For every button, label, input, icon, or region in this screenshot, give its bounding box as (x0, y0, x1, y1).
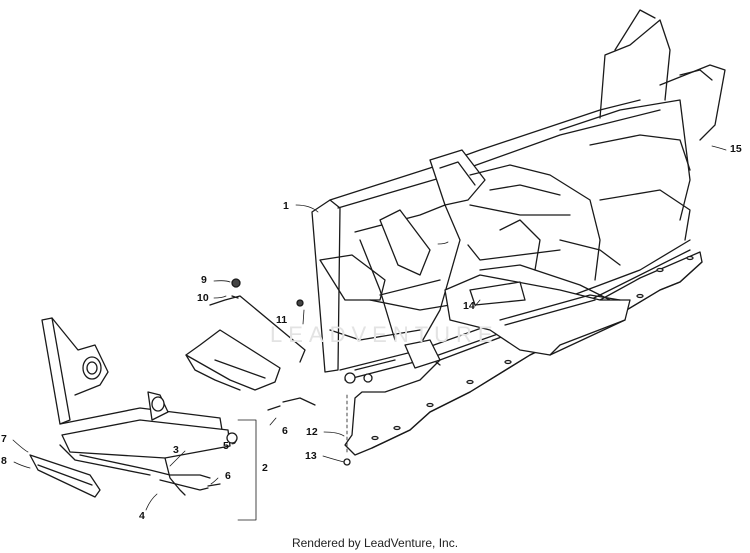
watermark: LEADVENTURE (270, 322, 499, 347)
callout-4[interactable]: 4 (139, 510, 145, 522)
callout-3[interactable]: 3 (173, 444, 179, 456)
leader-lines (12, 145, 727, 521)
callout-5[interactable]: 5 (223, 440, 229, 452)
main-frame (311, 9, 726, 384)
callout-13[interactable]: 13 (305, 450, 317, 462)
callout-14[interactable]: 14 (463, 300, 475, 312)
bolt-6a (267, 405, 281, 411)
render-credit: Rendered by LeadVenture, Inc. (291, 536, 459, 550)
callout-2[interactable]: 2 (262, 462, 268, 474)
callout-11[interactable]: 11 (276, 314, 288, 326)
bolt-10-stem (231, 295, 239, 299)
callout-12[interactable]: 12 (306, 426, 318, 438)
callout-6b[interactable]: 6 (225, 470, 231, 482)
bolt-9 (231, 278, 241, 288)
skid-plate (344, 251, 703, 456)
callout-6a[interactable]: 6 (282, 425, 288, 437)
bolt-6b (207, 483, 221, 487)
callout-8[interactable]: 8 (1, 455, 7, 467)
bumper-bracket (185, 295, 316, 406)
bolt-13 (343, 458, 351, 466)
callout-15[interactable]: 15 (730, 143, 742, 155)
callout-9[interactable]: 9 (201, 274, 207, 286)
callout-7[interactable]: 7 (1, 433, 7, 445)
front-bumper (29, 317, 238, 498)
callout-10[interactable]: 10 (197, 292, 209, 304)
callout-1[interactable]: 1 (283, 200, 289, 212)
bolt-11 (296, 299, 304, 307)
